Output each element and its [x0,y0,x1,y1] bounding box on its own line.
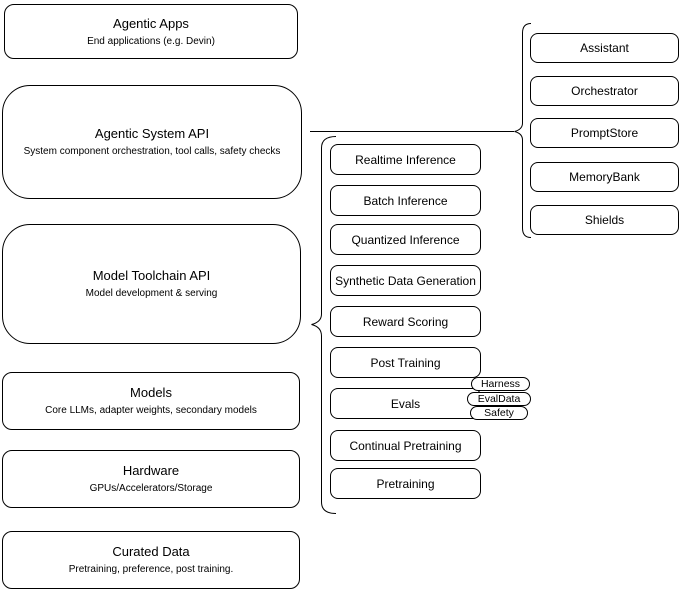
component-assistant: Assistant [530,33,679,63]
toolchain-item-pretraining: Pretraining [330,468,481,499]
component-memorybank: MemoryBank [530,162,679,192]
toolchain-item-post-training: Post Training [330,347,481,378]
node-subtitle: GPUs/Accelerators/Storage [89,483,213,494]
component-promptstore: PromptStore [530,118,679,148]
node-model-toolchain-api: Model Toolchain API Model development & … [2,224,301,344]
component-orchestrator: Orchestrator [530,76,679,106]
eval-tag-harness: Harness [471,377,530,391]
toolchain-item-evals: Evals [330,388,481,419]
toolchain-curly-bracket [311,136,337,514]
eval-tag-safety: Safety [470,406,528,420]
node-title: Hardware [122,463,180,478]
node-subtitle: End applications (e.g. Devin) [87,35,215,47]
toolchain-item-quantized-inference: Quantized Inference [330,224,481,255]
toolchain-item-continual-pretraining: Continual Pretraining [330,430,481,461]
component-shields: Shields [530,205,679,235]
node-title: Agentic System API [94,126,210,141]
node-models: Models Core LLMs, adapter weights, secon… [2,372,300,430]
node-subtitle: Model development & serving [85,288,218,299]
toolchain-item-synthetic-data-generation: Synthetic Data Generation [330,265,481,296]
node-title: Model Toolchain API [92,268,211,283]
node-agentic-system-api: Agentic System API System component orch… [2,85,302,199]
toolchain-item-batch-inference: Batch Inference [330,185,481,216]
node-hardware: Hardware GPUs/Accelerators/Storage [2,450,300,508]
node-title: Agentic Apps [113,15,189,31]
toolchain-item-reward-scoring: Reward Scoring [330,306,481,337]
eval-tag-evaldata: EvalData [467,392,531,406]
node-title: Curated Data [112,544,190,559]
components-curly-bracket [514,23,532,238]
node-curated-data: Curated Data Pretraining, preference, po… [2,531,300,589]
toolchain-item-realtime-inference: Realtime Inference [330,144,481,175]
node-title: Models [130,385,172,400]
node-subtitle: System component orchestration, tool cal… [23,146,281,157]
node-subtitle: Core LLMs, adapter weights, secondary mo… [45,405,257,416]
node-agentic-apps: Agentic Apps End applications (e.g. Devi… [4,4,298,59]
node-subtitle: Pretraining, preference, post training. [68,564,234,575]
